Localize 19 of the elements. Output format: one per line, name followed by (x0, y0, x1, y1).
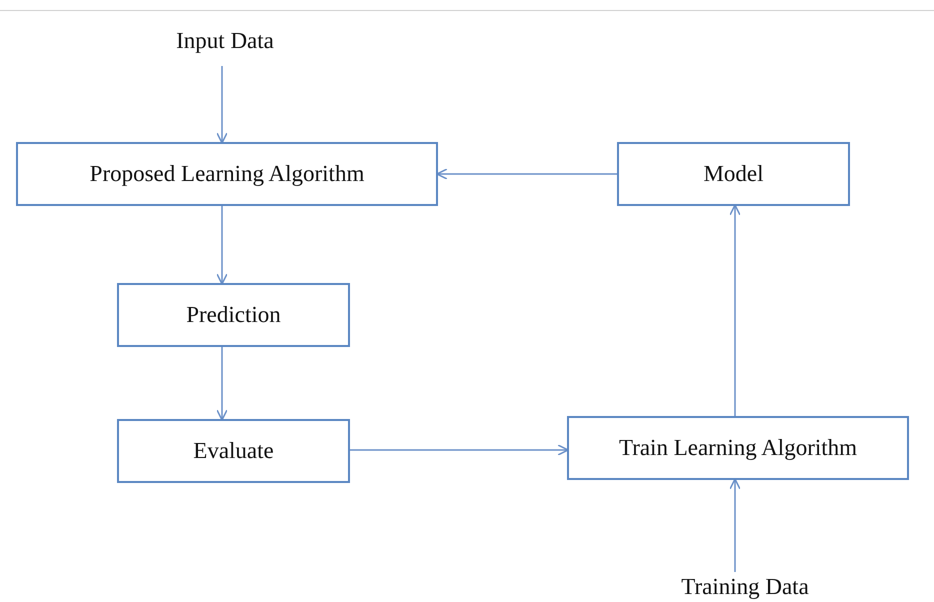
data-label: Training Data (681, 574, 809, 600)
arrow (216, 206, 228, 285)
arrow (729, 204, 741, 416)
box-label: Model (703, 161, 764, 187)
box-label: Evaluate (193, 438, 274, 464)
data-label: Input Data (176, 28, 274, 54)
box-label: Proposed Learning Algorithm (90, 161, 364, 187)
arrow (729, 478, 741, 572)
arrow (436, 168, 617, 180)
process-box (567, 416, 909, 480)
arrow (216, 347, 228, 421)
process-box (117, 419, 350, 483)
process-box (617, 142, 850, 206)
box-label: Prediction (186, 302, 281, 328)
box-label: Train Learning Algorithm (618, 435, 858, 461)
process-box (16, 142, 438, 206)
arrow (350, 444, 569, 456)
arrow (216, 66, 228, 144)
process-box (117, 283, 350, 347)
